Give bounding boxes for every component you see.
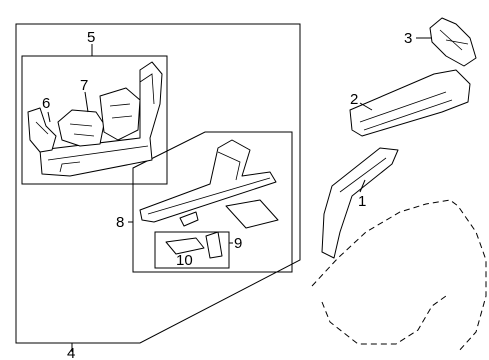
bracket-small-b	[225, 199, 279, 229]
panel-part-7	[57, 109, 105, 147]
callout-2: 2	[350, 91, 358, 108]
leader-1	[359, 179, 366, 193]
apron-reinforcement	[99, 87, 141, 141]
callout-1: 1	[358, 193, 366, 210]
bracket-part-9	[205, 231, 223, 259]
subassembly-box-5	[21, 55, 168, 185]
mount-bracket-part-3	[429, 17, 477, 67]
bracket-small-a	[179, 211, 199, 227]
fender-outline	[311, 199, 487, 353]
callout-10: 10	[176, 252, 193, 269]
front-apron-rail	[39, 61, 163, 177]
bracket-part-6	[27, 107, 57, 153]
leader-6	[47, 111, 51, 123]
leader-2	[359, 102, 373, 111]
callout-4: 4	[67, 345, 75, 360]
callout-9: 9	[234, 235, 242, 252]
splash-shield-part-1	[321, 147, 399, 259]
callout-3: 3	[404, 30, 412, 47]
cowl-panel-part-2	[349, 69, 471, 137]
callout-8: 8	[116, 214, 124, 231]
leader-7	[84, 91, 89, 113]
bracket-part-10	[165, 237, 205, 255]
subassembly-box-8	[132, 131, 293, 273]
assembly-box-4	[15, 23, 301, 344]
callout-6: 6	[42, 95, 50, 112]
callout-5: 5	[87, 29, 95, 46]
side-rail	[139, 139, 277, 223]
subassembly-box-9	[154, 231, 230, 269]
callout-7: 7	[80, 77, 88, 94]
